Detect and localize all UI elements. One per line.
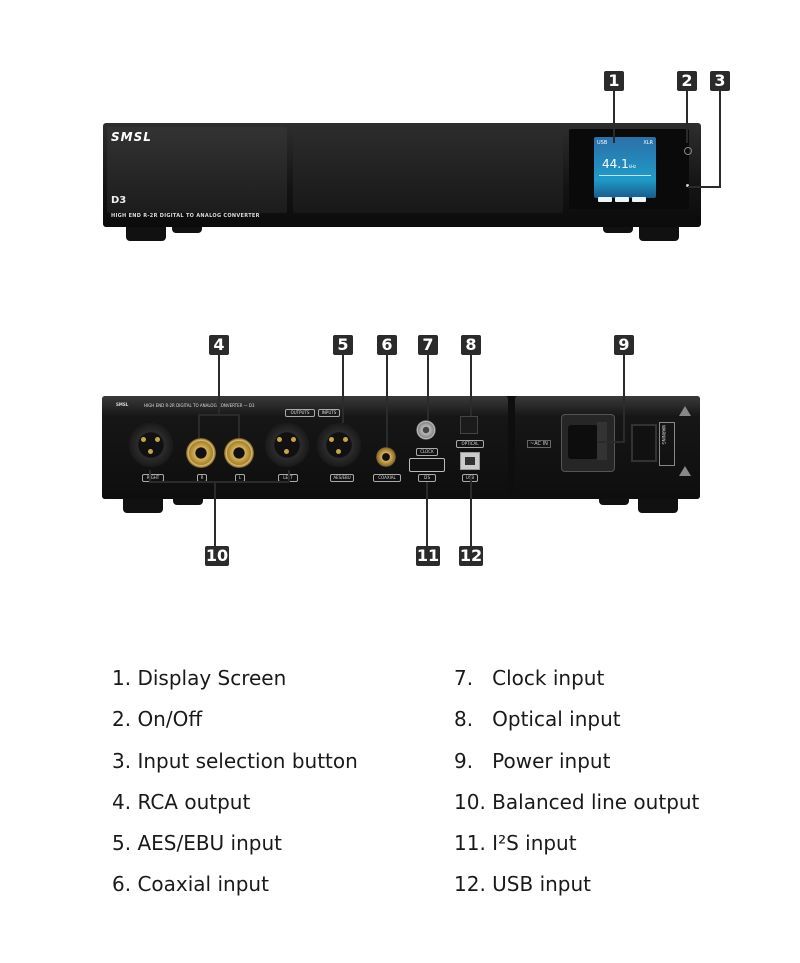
rear-foot-small [599,499,629,505]
screen-output: XLR [643,140,653,146]
callout-line [613,91,615,143]
clock-input [416,420,436,440]
callout-line [342,355,344,423]
screen-softkeys [598,187,652,202]
warning-label: WARNING [661,425,666,445]
callout-line [198,414,200,438]
front-foot [639,227,679,241]
i2s-tag: I2S [418,474,436,482]
warning-triangle-icon [679,406,691,416]
callout-line [238,414,240,438]
legend-item: 12. USB input [454,872,592,896]
xlr-right-output [129,423,173,467]
front-tagline: HIGH END R-2R DIGITAL TO ANALOG CONVERTE… [111,213,260,219]
callout-line [198,414,240,416]
callout-1: 1 [604,71,624,91]
optical-input [460,416,478,434]
callout-line [598,441,625,443]
front-panel: SMSL D3 HIGH END R-2R DIGITAL TO ANALOG … [103,123,701,227]
rear-main-section: SMSL HIGH END R-2R DIGITAL TO ANALOG CON… [102,396,508,499]
callout-line [288,470,290,482]
callout-line [149,470,151,482]
legend-item: 2. On/Off [112,707,203,731]
legend-item: 8. Optical input [454,707,621,731]
xlr-left-output [265,423,309,467]
legend-item: 6. Coaxial input [112,872,269,896]
coaxial-tag: COAXIAL [373,474,401,482]
rear-foot [123,499,163,513]
coaxial-input [376,447,396,467]
front-foot-small [603,227,633,233]
legend-item: 3. Input selection button [112,749,358,773]
brand-logo: SMSL [111,130,152,144]
screen-input: USB [597,140,608,146]
callout-line [214,482,216,546]
warning-triangle-icon [679,466,691,476]
legend-item: 11. I²S input [454,831,577,855]
power-knob[interactable] [684,147,692,155]
screen-rate-unit: kHz [628,164,637,169]
legend-item: 7. Clock input [454,666,605,690]
callout-11: 11 [416,546,440,566]
legend-item: 5. AES/EBU input [112,831,282,855]
callout-line [149,481,289,483]
callout-line [470,355,472,416]
inputs-tag: INPUTS [318,409,340,417]
callout-4: 4 [209,335,229,355]
rear-brand: SMSL [116,402,129,407]
warning-box: WARNING [659,422,675,466]
screen-rate-value: 44.1 [602,157,629,171]
callout-line [623,355,625,443]
legend-item: 1. Display Screen [112,666,287,690]
outputs-tag: OUTPUTS [285,409,315,417]
rear-header: HIGH END R-2R DIGITAL TO ANALOG CONVERTE… [144,403,255,408]
callout-2: 2 [677,71,697,91]
callout-line [426,482,428,546]
callout-line [470,476,472,546]
aes-ebu-input [317,423,361,467]
rear-foot [638,499,678,513]
legend-item: 10. Balanced line output [454,790,700,814]
callout-12: 12 [459,546,483,566]
screen-rate: 44.1kHz [602,157,636,171]
callout-7: 7 [418,335,438,355]
display-screen: USB XLR 44.1kHz [594,137,656,202]
front-foot-small [172,227,202,233]
power-switch[interactable] [631,424,657,462]
rear-foot-small [173,499,203,505]
callout-5: 5 [333,335,353,355]
ac-in-label: ~AC IN [527,440,551,448]
front-center-panel [293,127,563,213]
usb-input [460,452,480,470]
callout-10: 10 [205,546,229,566]
rca-left-output [224,438,254,468]
callout-line [218,355,220,415]
model-name: D3 [111,195,127,206]
i2s-input [409,458,445,472]
input-select-button[interactable] [686,184,689,187]
callout-line [386,355,388,447]
callout-line [719,91,721,188]
rear-power-section: ~AC IN WARNING [515,396,700,499]
callout-line [686,91,688,143]
callout-6: 6 [377,335,397,355]
legend-item: 4. RCA output [112,790,251,814]
screen-progress-bar [599,175,651,176]
callout-line [688,186,721,188]
clock-tag: CLOCK [416,448,438,456]
front-left-panel [107,127,287,213]
optical-tag: OPTICAL [456,440,484,448]
rear-panel: SMSL HIGH END R-2R DIGITAL TO ANALOG CON… [102,396,700,499]
aes-tag: AES/EBU [330,474,354,482]
callout-3: 3 [710,71,730,91]
legend-item: 9. Power input [454,749,611,773]
callout-9: 9 [614,335,634,355]
rca-right-output [186,438,216,468]
callout-line [427,355,429,420]
callout-8: 8 [461,335,481,355]
front-foot [126,227,166,241]
